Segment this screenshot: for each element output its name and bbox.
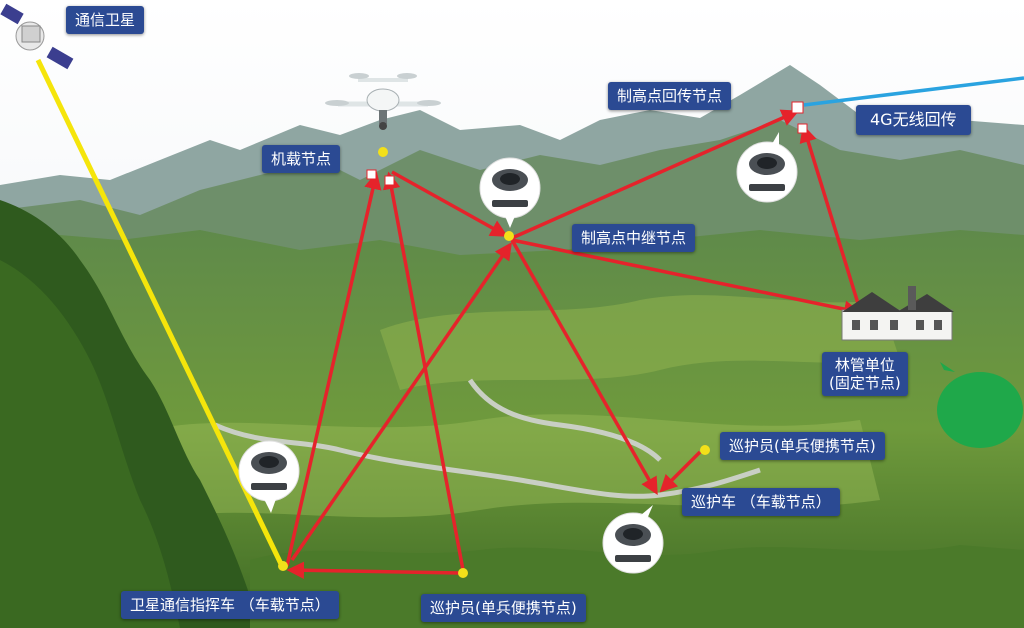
link-command-to-relay bbox=[290, 242, 512, 561]
node-peak-return bbox=[791, 101, 804, 114]
label-peak-return: 制高点回传节点 bbox=[608, 82, 732, 110]
label-satellite: 通信卫星 bbox=[66, 6, 145, 34]
node-peak-return-2 bbox=[797, 123, 808, 134]
label-ranger-right: 巡护员(单兵便携节点) bbox=[720, 432, 885, 460]
link-relay-to-patrol-car bbox=[510, 239, 658, 496]
link-ranger-to-drone bbox=[382, 171, 465, 571]
label-patrol-car: 巡护车 （车载节点） bbox=[682, 488, 840, 516]
label-4g-wireless: 4G无线回传 bbox=[856, 105, 971, 135]
node-drone-box-1 bbox=[366, 169, 377, 180]
link-relay-to-forest-unit bbox=[511, 238, 862, 318]
node-command bbox=[278, 561, 288, 571]
terraces bbox=[380, 295, 900, 390]
link-peak-return-to-forest-unit bbox=[799, 124, 862, 311]
foreground-trees-2 bbox=[0, 260, 180, 628]
link-drone-to-relay bbox=[391, 170, 509, 237]
label-forest-unit-line1: 林管单位 bbox=[834, 356, 895, 374]
label-command-vehicle: 卫星通信指挥车 （车载节点） bbox=[121, 591, 339, 619]
label-ranger-bottom: 巡护员(单兵便携节点) bbox=[421, 594, 586, 622]
link-command-to-ranger bbox=[286, 561, 461, 579]
house-icon bbox=[841, 286, 954, 341]
wireless-4g-link-line bbox=[803, 76, 1024, 107]
label-forest-unit: 林管单位 (固定节点) bbox=[822, 352, 908, 396]
camera-icon-patrol-car bbox=[602, 505, 664, 574]
label-drone: 机载节点 bbox=[262, 145, 341, 173]
camera-icon-relay bbox=[479, 157, 541, 228]
camera-icon-peak bbox=[736, 132, 798, 203]
camera-icon-command bbox=[238, 440, 300, 513]
link-ranger-to-patrol-car bbox=[659, 450, 702, 493]
link-relay-to-peak-return bbox=[511, 109, 800, 240]
satellite-icon bbox=[0, 3, 74, 70]
node-drone-box-2 bbox=[384, 175, 395, 186]
green-circle bbox=[937, 372, 1023, 448]
red-links bbox=[285, 109, 862, 579]
label-peak-relay: 制高点中继节点 bbox=[572, 224, 696, 252]
drone-icon bbox=[325, 73, 441, 130]
node-drone bbox=[378, 147, 388, 157]
label-forest-unit-line2: (固定节点) bbox=[829, 374, 901, 392]
green-circle-pointer bbox=[940, 362, 955, 372]
node-ranger-bottom bbox=[458, 568, 468, 578]
node-ranger-right bbox=[700, 445, 710, 455]
node-relay bbox=[504, 231, 514, 241]
link-command-to-drone bbox=[285, 171, 382, 567]
